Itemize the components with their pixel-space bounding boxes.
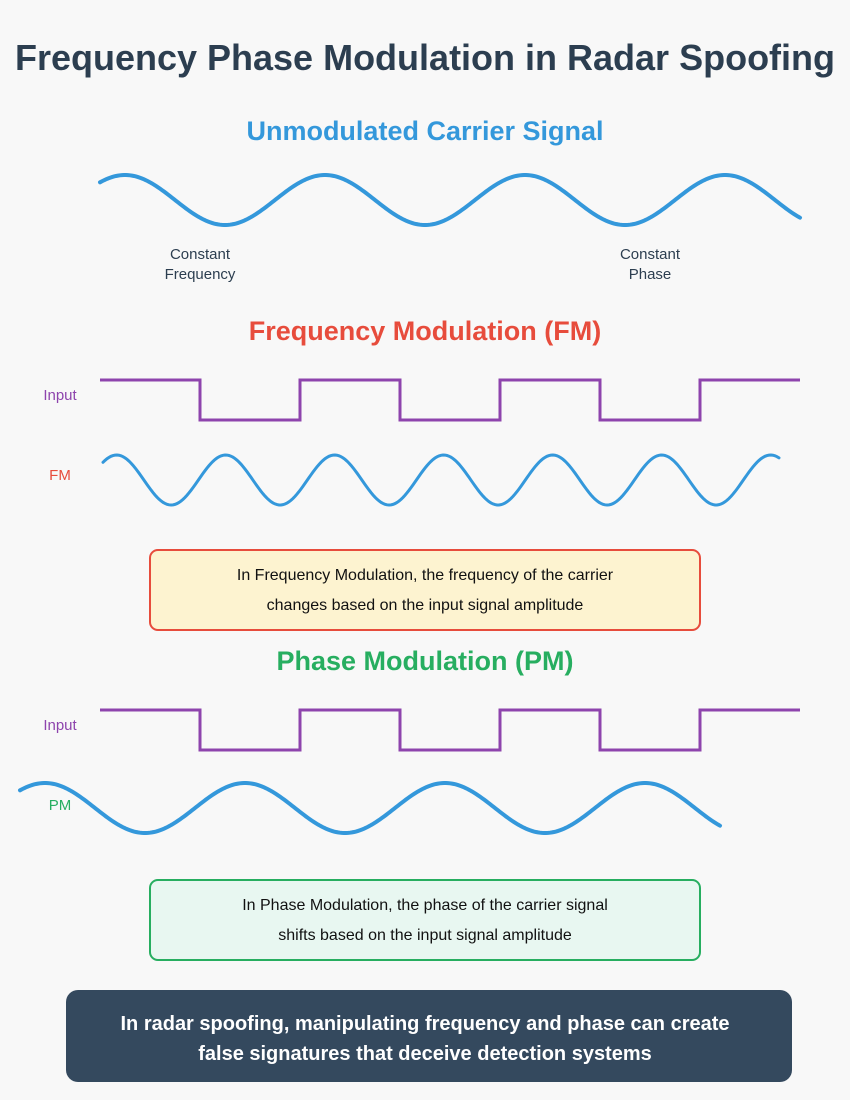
pm-output-label: PM (49, 797, 72, 814)
fm-output-wave (101, 453, 781, 507)
pm-description-line2: shifts based on the input signal amplitu… (278, 927, 572, 944)
carrier-section-title: Unmodulated Carrier Signal (246, 116, 603, 146)
carrier-section: Unmodulated Carrier Signal Constant Freq… (98, 116, 802, 283)
carrier-wave (98, 173, 802, 227)
conclusion-line1: In radar spoofing, manipulating frequenc… (120, 1013, 729, 1035)
conclusion-panel: In radar spoofing, manipulating frequenc… (66, 990, 792, 1082)
fm-section: Frequency Modulation (FM) Input FM In Fr… (43, 316, 800, 631)
pm-section: Phase Modulation (PM) Input PM In Phase … (18, 646, 800, 961)
pm-description-line1: In Phase Modulation, the phase of the ca… (242, 897, 608, 914)
fm-description-line1: In Frequency Modulation, the frequency o… (237, 567, 614, 584)
page-title: Frequency Phase Modulation in Radar Spoo… (15, 37, 835, 78)
fm-section-title: Frequency Modulation (FM) (249, 316, 601, 346)
fm-input-square-wave (100, 378, 800, 422)
constant-frequency-label-line2: Frequency (165, 266, 236, 283)
fm-input-label: Input (43, 387, 77, 404)
conclusion-box (66, 990, 792, 1082)
fm-description-line2: changes based on the input signal amplit… (267, 597, 584, 614)
fm-output-label: FM (49, 467, 71, 484)
conclusion-line2: false signatures that deceive detection … (198, 1043, 652, 1065)
pm-section-title: Phase Modulation (PM) (277, 646, 574, 676)
pm-output-wave (18, 781, 722, 835)
constant-phase-label-line2: Phase (629, 266, 672, 283)
constant-frequency-label-line1: Constant (170, 246, 231, 263)
pm-input-label: Input (43, 717, 77, 734)
constant-phase-label-line1: Constant (620, 246, 681, 263)
pm-description-box (149, 879, 701, 961)
pm-input-square-wave (100, 708, 800, 752)
fm-description-box (149, 549, 701, 631)
